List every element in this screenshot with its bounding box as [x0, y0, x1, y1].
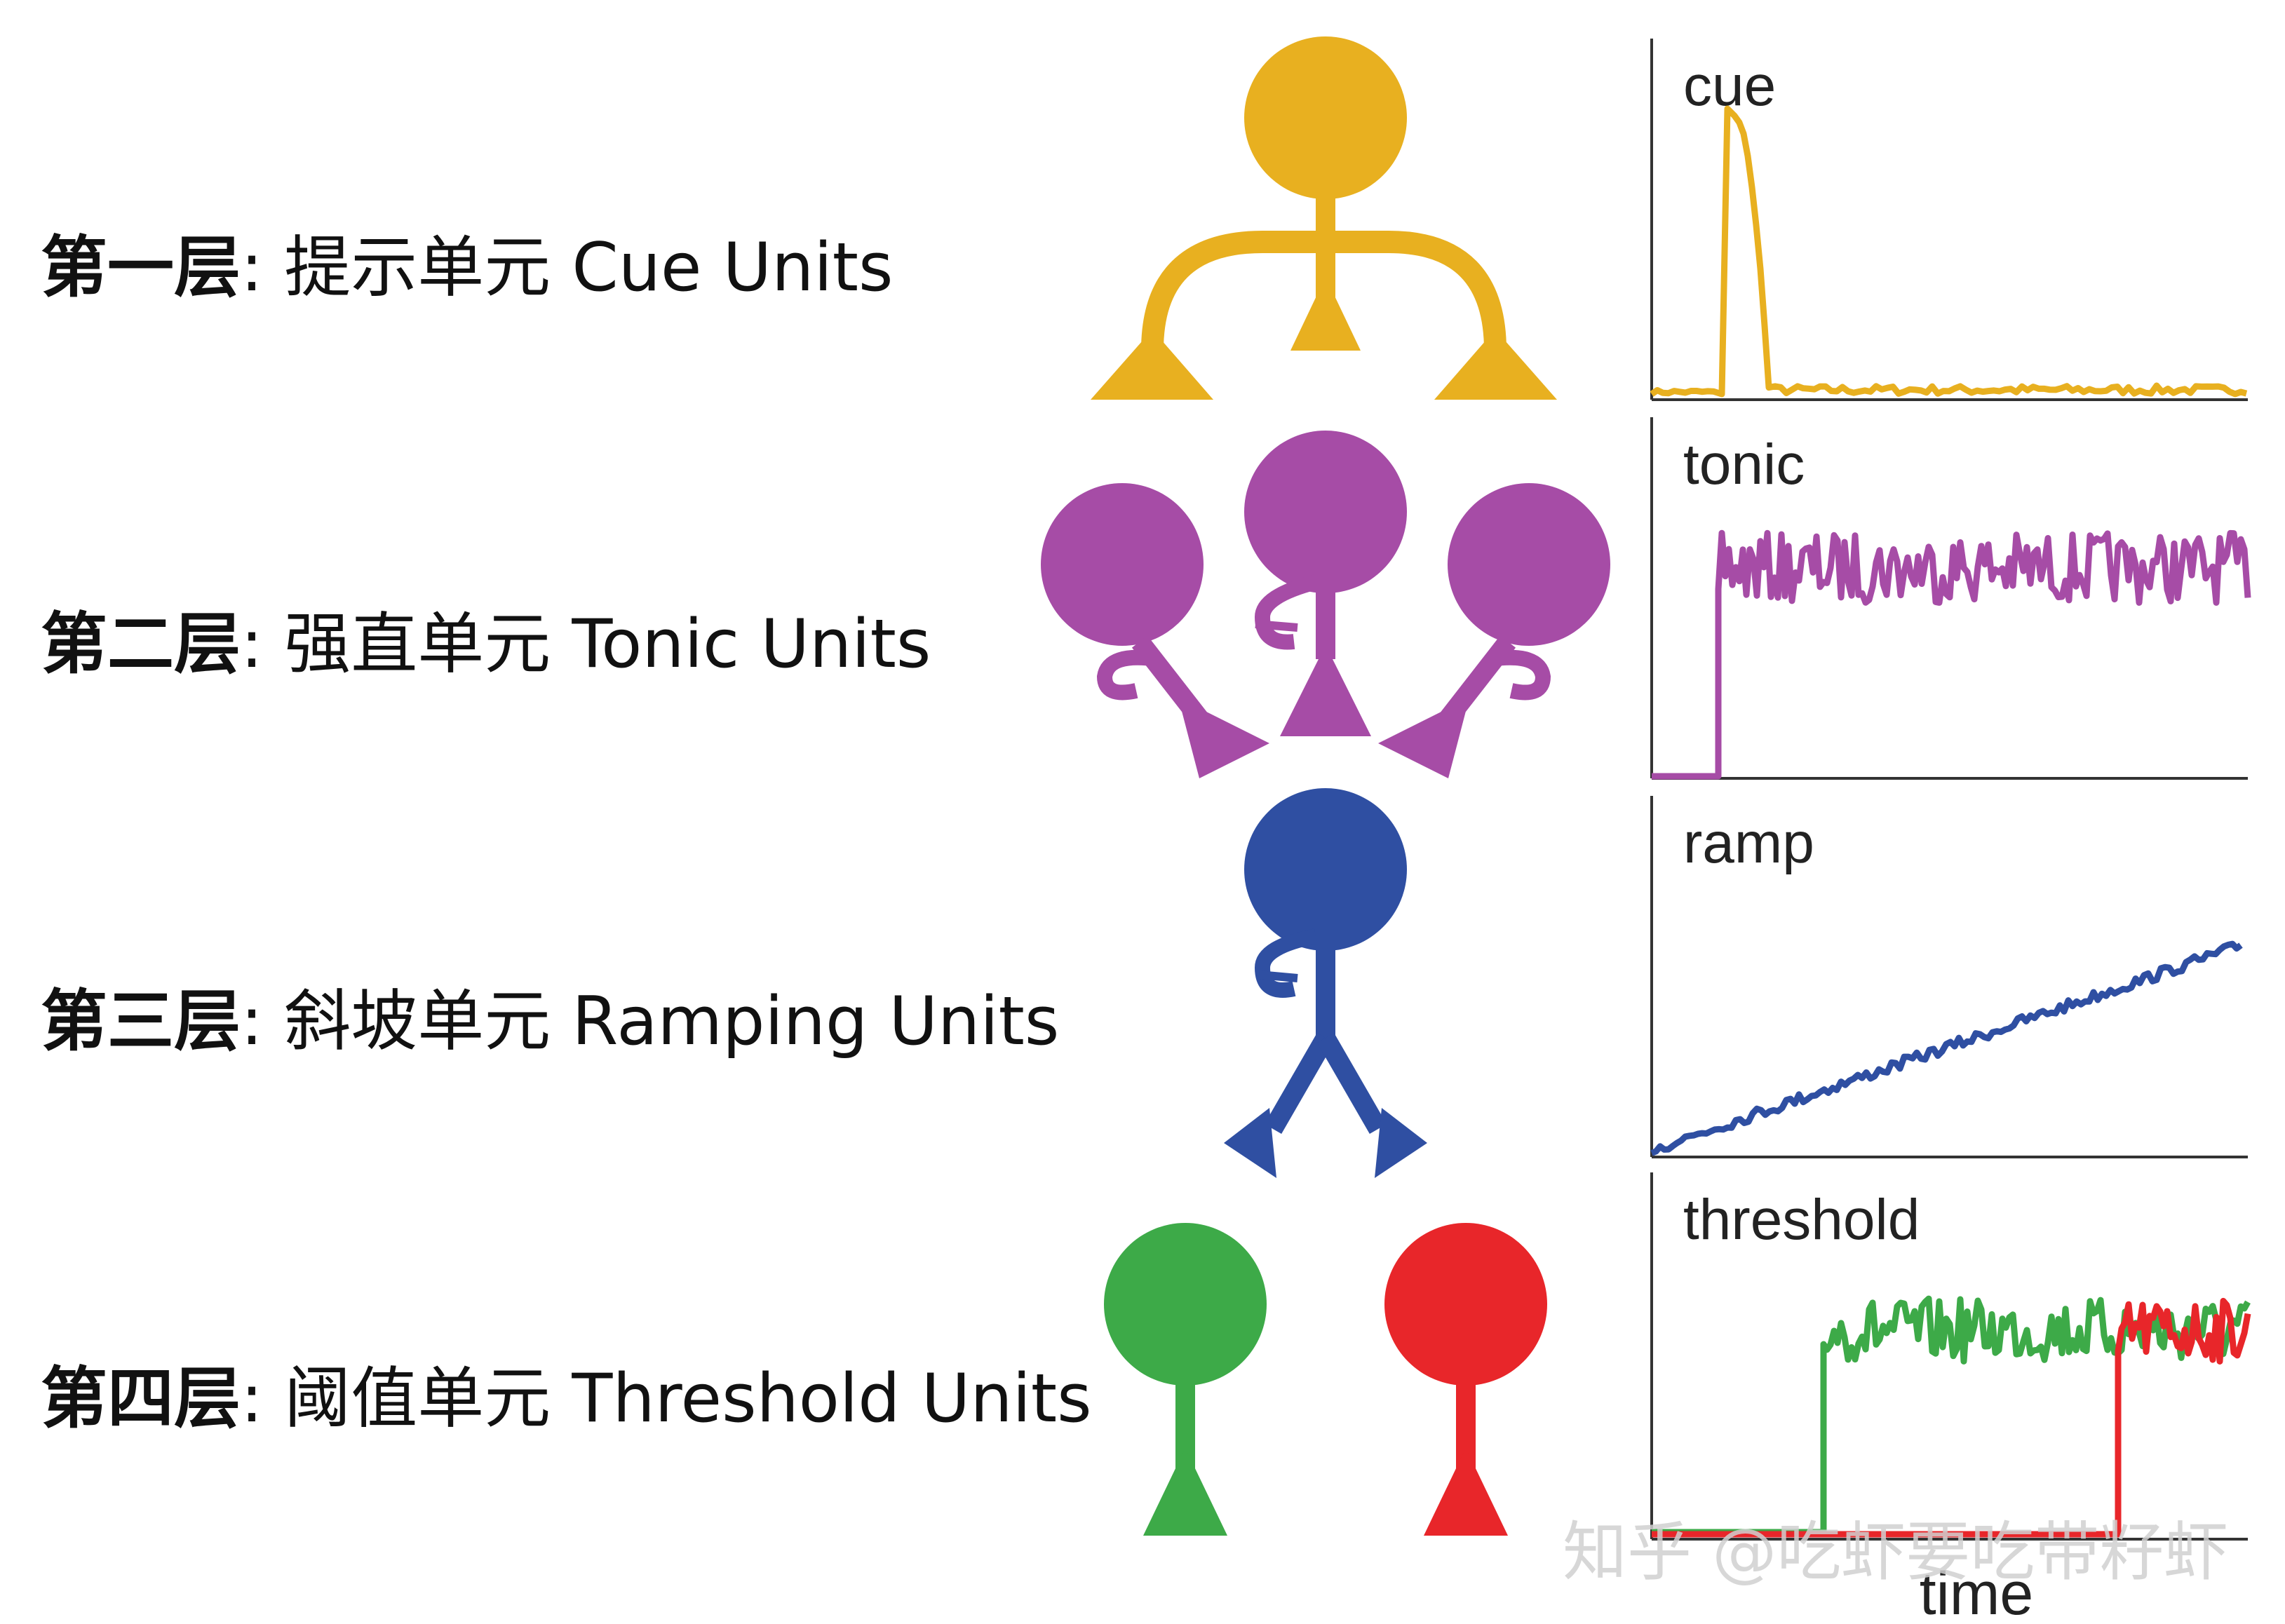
- trace-label-tonic: tonic: [1683, 433, 1805, 496]
- tonic-trace: [1652, 529, 2251, 780]
- layer-1-label: 第一层: 提示单元 Cue Units: [41, 235, 894, 302]
- ramp-neuron-icon: [1224, 788, 1427, 1178]
- layer-4-label: 第四层: 阈值单元 Threshold Units: [41, 1366, 1092, 1433]
- cue-trace: [1650, 105, 2248, 398]
- layer-1-name: : 提示单元 Cue Units: [241, 229, 894, 306]
- layer-2-ordinal: 第二层: [41, 606, 241, 683]
- layer-1-ordinal: 第一层: [41, 229, 241, 306]
- tonic-neurons-icon: [1041, 431, 1610, 778]
- trace-label-ramp: ramp: [1683, 811, 1814, 875]
- trace-panels: cue tonic ramp threshold: [1650, 39, 2251, 1541]
- threshold-trace-red: [1652, 1297, 2251, 1538]
- layer-4-ordinal: 第四层: [41, 1360, 241, 1437]
- layer-2-label: 第二层: 强直单元 Tonic Units: [41, 611, 931, 678]
- threshold-trace-green: [1652, 1295, 2251, 1536]
- layer-2-name: : 强直单元 Tonic Units: [241, 606, 931, 683]
- trace-panel-cue: cue: [1650, 39, 2248, 401]
- cue-neuron-icon: [1091, 36, 1557, 400]
- watermark-text: 知乎 @吃虾要吃带籽虾: [1563, 1515, 2228, 1590]
- trace-label-threshold: threshold: [1683, 1188, 1920, 1252]
- trace-panel-threshold: threshold: [1650, 1172, 2248, 1541]
- ramp-trace: [1650, 940, 2243, 1156]
- layer-3-name: : 斜坡单元 Ramping Units: [241, 983, 1060, 1060]
- x-axis-label: time: [1920, 1560, 2033, 1624]
- layer-3-ordinal: 第三层: [41, 983, 241, 1060]
- trace-panel-tonic: tonic: [1650, 417, 2248, 780]
- layer-4-name: : 阈值单元 Threshold Units: [241, 1360, 1092, 1437]
- trace-panel-ramp: ramp: [1650, 796, 2248, 1158]
- threshold-neurons-icon: [1104, 1223, 1547, 1536]
- layer-3-label: 第三层: 斜坡单元 Ramping Units: [41, 989, 1059, 1055]
